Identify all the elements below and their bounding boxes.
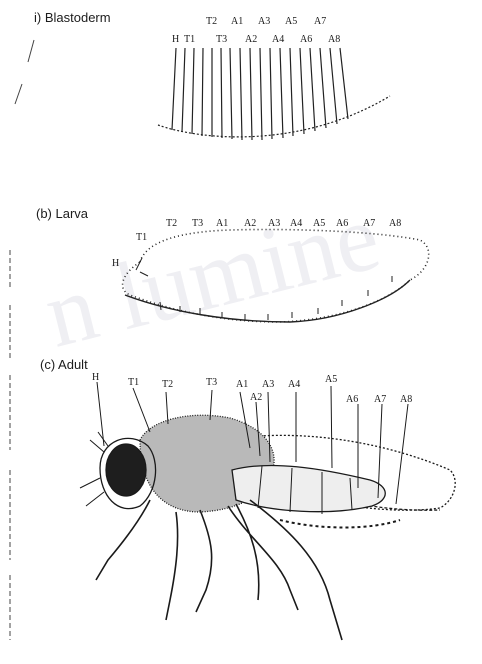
blastoderm-seg-a1: A1: [231, 16, 243, 27]
blastoderm-seg-a4: A4: [272, 34, 284, 45]
larva-seg-t1: T1: [136, 232, 147, 243]
adult-seg-a7: A7: [374, 394, 386, 405]
larva-panel-label: (b) Larva: [36, 206, 88, 221]
adult-seg-a5: A5: [325, 374, 337, 385]
blastoderm-seg-t2: T2: [206, 16, 217, 27]
larva-seg-t3: T3: [192, 218, 203, 229]
adult-seg-t3: T3: [206, 377, 217, 388]
larva-seg-a3: A3: [268, 218, 280, 229]
larva-seg-a7: A7: [363, 218, 375, 229]
fly-eye: [106, 444, 146, 496]
adult-panel-label: (c) Adult: [40, 357, 88, 372]
fly-legs: [96, 500, 342, 640]
adult-seg-a2: A2: [250, 392, 262, 403]
scan-margin-marks: [10, 40, 34, 640]
blastoderm-panel-label: i) Blastoderm: [34, 10, 111, 25]
larva-seg-a8: A8: [389, 218, 401, 229]
blastoderm-seg-h: H: [172, 34, 179, 45]
blastoderm-seg-t1: T1: [184, 34, 195, 45]
adult-seg-a4: A4: [288, 379, 300, 390]
larva-seg-a6: A6: [336, 218, 348, 229]
adult-seg-h: H: [92, 372, 99, 383]
blastoderm-seg-a6: A6: [300, 34, 312, 45]
adult-seg-t2: T2: [162, 379, 173, 390]
larva-seg-a1: A1: [216, 218, 228, 229]
adult-seg-a8: A8: [400, 394, 412, 405]
blastoderm-seg-a2: A2: [245, 34, 257, 45]
blastoderm-seg-t3: T3: [216, 34, 227, 45]
blastoderm-embryo: [158, 48, 390, 140]
larva-seg-a5: A5: [313, 218, 325, 229]
larva-seg-t2: T2: [166, 218, 177, 229]
larva-seg-a2: A2: [244, 218, 256, 229]
blastoderm-seg-a7: A7: [314, 16, 326, 27]
adult-seg-a3: A3: [262, 379, 274, 390]
blastoderm-seg-a5: A5: [285, 16, 297, 27]
larva-seg-a4: A4: [290, 218, 302, 229]
adult-seg-a6: A6: [346, 394, 358, 405]
blastoderm-segment-labels: H T1 T2 T3 A1 A2 A3 A4 A5 A6 A7 A8: [172, 16, 340, 45]
larva-seg-h: H: [112, 258, 119, 269]
adult-fly: [80, 382, 455, 640]
blastoderm-seg-a8: A8: [328, 34, 340, 45]
adult-segment-labels: H T1 T2 T3 A1 A2 A3 A4 A5 A6 A7 A8: [92, 372, 412, 405]
blastoderm-seg-a3: A3: [258, 16, 270, 27]
adult-seg-a1: A1: [236, 379, 248, 390]
blastoderm-stripes: [172, 48, 348, 140]
adult-seg-t1: T1: [128, 377, 139, 388]
